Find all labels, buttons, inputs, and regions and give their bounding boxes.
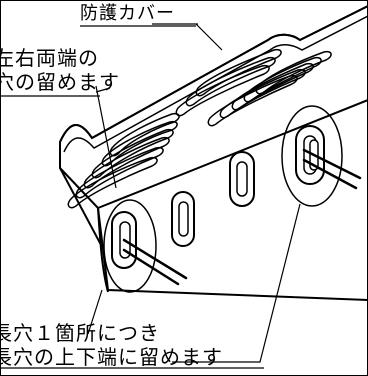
label-underlines <box>0 25 264 369</box>
callout-circles <box>103 105 343 293</box>
side-holes-label-line2: 穴の留めます <box>0 70 120 94</box>
upper-lip-inner <box>63 15 368 153</box>
slot-instruction-line2: 長穴の上下端に留めます <box>0 345 223 369</box>
bottom-edge <box>97 207 109 293</box>
elongated-holes <box>111 125 325 269</box>
slot-instruction-line1: 長穴１箇所につき <box>0 321 160 345</box>
leader-lines <box>87 23 301 363</box>
protective-cover-label: 防護カバー <box>80 3 175 24</box>
upper-lip <box>59 5 368 143</box>
vent-slots-right <box>175 48 332 127</box>
side-holes-label-line1: 左右両端の <box>0 46 99 70</box>
vent-slots-left <box>67 112 180 209</box>
